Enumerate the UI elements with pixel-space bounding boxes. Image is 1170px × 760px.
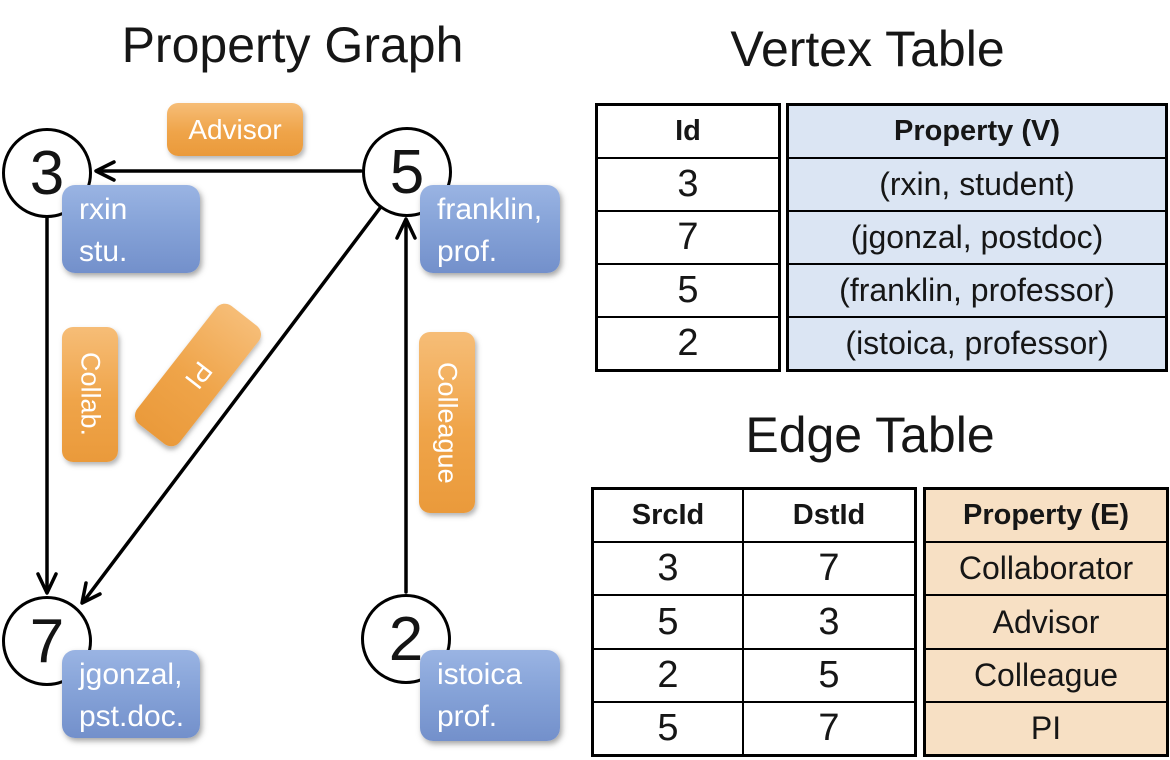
property-graph-title: Property Graph bbox=[121, 17, 464, 73]
edge-label-text: Advisor bbox=[188, 113, 282, 145]
table-header-row: Property (V) bbox=[789, 106, 1165, 157]
callout-line: prof. bbox=[437, 700, 498, 733]
callout-line: franklin, bbox=[437, 193, 543, 226]
table-row: (franklin, professor) bbox=[789, 263, 1165, 316]
vertex-id-table: Id 3 7 5 2 bbox=[595, 103, 781, 372]
table-row: Advisor bbox=[926, 594, 1166, 648]
node-id: 7 bbox=[29, 606, 65, 676]
table-row: Collaborator bbox=[926, 541, 1166, 595]
column-header-property-v: Property (V) bbox=[789, 106, 1165, 157]
table-header-row: Id bbox=[598, 106, 778, 157]
vertex-property-cell: (rxin, student) bbox=[789, 159, 1165, 210]
edge-property-cell: Colleague bbox=[926, 649, 1166, 701]
callout-line: jgonzal, bbox=[79, 658, 183, 691]
table-row: (rxin, student) bbox=[789, 157, 1165, 210]
table-row: 2 bbox=[598, 316, 778, 369]
edge-label-text: Collab. bbox=[75, 352, 106, 437]
vertex-property-cell: (jgonzal, postdoc) bbox=[789, 212, 1165, 263]
edge-property-cell: Advisor bbox=[926, 596, 1166, 648]
vertex-callout-jgonzal: jgonzal, pst.doc. bbox=[62, 650, 200, 738]
vertex-id-cell: 7 bbox=[677, 216, 699, 258]
edge-label-advisor: Advisor bbox=[167, 103, 303, 156]
column-header-dstid: DstId bbox=[742, 490, 914, 542]
vertex-property-cell: (franklin, professor) bbox=[789, 265, 1165, 316]
edge-collab-arrowhead bbox=[36, 572, 58, 595]
callout-line: rxin bbox=[79, 193, 128, 226]
edge-dst-cell: 7 bbox=[742, 702, 914, 755]
table-header-row: Property (E) bbox=[926, 490, 1166, 542]
node-id: 3 bbox=[29, 138, 65, 208]
vertex-callout-franklin: franklin, prof. bbox=[420, 185, 560, 273]
edge-label-text: Colleague bbox=[432, 361, 463, 484]
edge-src-dst-table: SrcId DstId 3 7 5 3 2 5 5 7 bbox=[591, 487, 917, 757]
edge-dst-cell: 7 bbox=[742, 543, 914, 595]
edge-label-collab: Collab. bbox=[62, 327, 118, 462]
table-row: 5 bbox=[598, 263, 778, 316]
vertex-table-title: Vertex Table bbox=[730, 21, 1005, 77]
callout-line: pst.doc. bbox=[79, 700, 185, 733]
edge-label-colleague: Colleague bbox=[419, 332, 475, 513]
graph-edges-layer bbox=[36, 160, 417, 605]
edge-property-cell: PI bbox=[926, 702, 1166, 755]
vertex-property-cell: (istoica, professor) bbox=[789, 318, 1165, 369]
edge-dst-cell: 5 bbox=[742, 649, 914, 701]
edge-property-table: Property (E) Collaborator Advisor Collea… bbox=[923, 487, 1169, 757]
table-row: 3 7 bbox=[594, 541, 914, 595]
vertex-id-cell: 3 bbox=[677, 163, 699, 205]
node-id: 5 bbox=[389, 137, 425, 207]
vertex-id-cell: 5 bbox=[677, 269, 699, 311]
table-row: (istoica, professor) bbox=[789, 316, 1165, 369]
vertex-id-cell: 2 bbox=[677, 322, 699, 364]
table-row: 5 3 bbox=[594, 594, 914, 648]
vertex-callout-rxin: rxin stu. bbox=[62, 185, 200, 273]
table-row: 3 bbox=[598, 157, 778, 210]
edge-dst-cell: 3 bbox=[742, 596, 914, 648]
table-header-row: SrcId DstId bbox=[594, 490, 914, 542]
callout-line: stu. bbox=[79, 235, 128, 268]
column-header-srcid: SrcId bbox=[631, 499, 705, 532]
edge-property-cell: Collaborator bbox=[926, 543, 1166, 595]
callout-line: istoica bbox=[437, 658, 523, 691]
edge-src-cell: 2 bbox=[657, 653, 679, 696]
vertex-property-table: Property (V) (rxin, student) (jgonzal, p… bbox=[786, 103, 1168, 372]
node-id: 2 bbox=[388, 604, 424, 674]
edge-colleague-arrowhead bbox=[395, 217, 417, 240]
table-row: Colleague bbox=[926, 647, 1166, 701]
table-row: 5 7 bbox=[594, 700, 914, 755]
edge-label-text: PI bbox=[178, 356, 219, 395]
vertex-callout-istoica: istoica prof. bbox=[420, 650, 560, 741]
table-row: 7 bbox=[598, 210, 778, 263]
table-row: 2 5 bbox=[594, 647, 914, 701]
edge-advisor-arrowhead bbox=[94, 160, 116, 182]
table-row: PI bbox=[926, 700, 1166, 755]
edge-src-cell: 3 bbox=[657, 547, 679, 590]
edge-pi-arrowhead bbox=[80, 581, 102, 605]
edge-src-cell: 5 bbox=[657, 706, 679, 749]
edge-src-cell: 5 bbox=[657, 600, 679, 643]
graph-node-2: 2 bbox=[361, 594, 451, 684]
callout-line: prof. bbox=[437, 235, 498, 268]
edge-pi-line bbox=[82, 206, 382, 603]
column-header-property-e: Property (E) bbox=[926, 490, 1166, 542]
edge-table-title: Edge Table bbox=[745, 407, 995, 463]
table-row: (jgonzal, postdoc) bbox=[789, 210, 1165, 263]
column-header-id: Id bbox=[675, 115, 701, 147]
